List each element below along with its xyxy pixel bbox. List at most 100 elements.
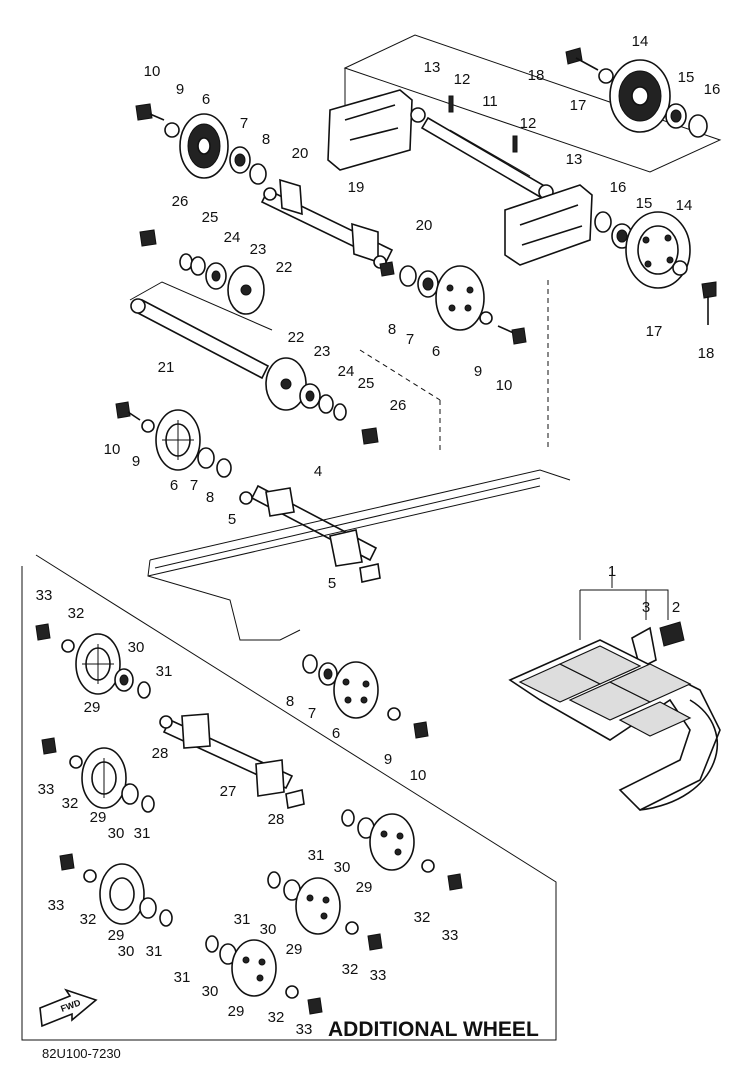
label-30: 30 <box>128 639 145 656</box>
label-22: 22 <box>276 259 293 276</box>
label-9: 9 <box>132 453 140 470</box>
label-1: 1 <box>608 563 616 580</box>
label-25: 25 <box>202 209 219 226</box>
label-8: 8 <box>388 321 396 338</box>
label-32: 32 <box>268 1009 285 1026</box>
label-18: 18 <box>698 345 715 362</box>
label-23: 23 <box>250 241 267 258</box>
label-6: 6 <box>332 725 340 742</box>
label-30: 30 <box>118 943 135 960</box>
label-12: 12 <box>454 71 471 88</box>
label-30: 30 <box>334 859 351 876</box>
label-17: 17 <box>570 97 587 114</box>
label-24: 24 <box>224 229 241 246</box>
label-29: 29 <box>228 1003 245 1020</box>
label-33: 33 <box>442 927 459 944</box>
label-12: 12 <box>520 115 537 132</box>
wheel-set-mid-right <box>379 261 527 345</box>
label-32: 32 <box>342 961 359 978</box>
label-29: 29 <box>84 699 101 716</box>
label-28: 28 <box>268 811 285 828</box>
part-labels: 10 9 6 7 8 20 19 13 12 11 12 13 18 17 14… <box>36 33 721 1038</box>
label-30: 30 <box>202 983 219 1000</box>
label-20: 20 <box>292 145 309 162</box>
axle-19-assembly <box>260 178 394 269</box>
label-14: 14 <box>676 197 693 214</box>
label-24: 24 <box>338 363 355 380</box>
label-19: 19 <box>348 179 365 196</box>
label-29: 29 <box>108 927 125 944</box>
label-27: 27 <box>220 783 237 800</box>
label-32: 32 <box>68 605 85 622</box>
label-22: 22 <box>288 329 305 346</box>
label-7: 7 <box>406 331 414 348</box>
label-5: 5 <box>328 575 336 592</box>
label-8: 8 <box>262 131 270 148</box>
axle-4 <box>239 484 381 583</box>
label-7: 7 <box>308 705 316 722</box>
label-10: 10 <box>144 63 161 80</box>
label-21: 21 <box>158 359 175 376</box>
label-7: 7 <box>240 115 248 132</box>
label-6: 6 <box>432 343 440 360</box>
label-8: 8 <box>206 489 214 506</box>
label-10: 10 <box>410 767 427 784</box>
section-title: ADDITIONAL WHEEL <box>328 1018 539 1041</box>
label-2: 2 <box>672 599 680 616</box>
label-31: 31 <box>308 847 325 864</box>
label-16: 16 <box>704 81 721 98</box>
label-32: 32 <box>80 911 97 928</box>
label-6: 6 <box>170 477 178 494</box>
shaft-21-group <box>129 229 379 445</box>
label-31: 31 <box>234 911 251 928</box>
slide-rail-outline <box>147 280 571 641</box>
label-30: 30 <box>260 921 277 938</box>
label-6: 6 <box>202 91 210 108</box>
wheel-set-middle <box>115 401 232 478</box>
label-32: 32 <box>414 909 431 926</box>
label-31: 31 <box>146 943 163 960</box>
label-31: 31 <box>134 825 151 842</box>
label-29: 29 <box>90 809 107 826</box>
label-33: 33 <box>48 897 65 914</box>
label-10: 10 <box>496 377 513 394</box>
label-16: 16 <box>610 179 627 196</box>
label-13: 13 <box>424 59 441 76</box>
label-8: 8 <box>286 693 294 710</box>
label-15: 15 <box>678 69 695 86</box>
label-32: 32 <box>62 795 79 812</box>
label-9: 9 <box>474 363 482 380</box>
label-33: 33 <box>370 967 387 984</box>
label-28: 28 <box>152 745 169 762</box>
label-10: 10 <box>104 441 121 458</box>
label-33: 33 <box>296 1021 313 1038</box>
fwd-arrow-icon <box>39 988 98 1028</box>
upper-idler-group <box>327 34 722 325</box>
label-14: 14 <box>632 33 649 50</box>
track-assembly <box>508 566 721 811</box>
label-4: 4 <box>314 463 322 480</box>
label-18: 18 <box>528 67 545 84</box>
label-30: 30 <box>108 825 125 842</box>
wheel-set-top-left <box>135 103 267 185</box>
label-25: 25 <box>358 375 375 392</box>
label-11: 11 <box>482 93 498 110</box>
label-23: 23 <box>314 343 331 360</box>
label-7: 7 <box>190 477 198 494</box>
drawing-code: 82U100-7230 <box>42 1046 121 1061</box>
label-26: 26 <box>390 397 407 414</box>
label-26: 26 <box>172 193 189 210</box>
label-29: 29 <box>286 941 303 958</box>
label-31: 31 <box>174 969 191 986</box>
label-33: 33 <box>36 587 53 604</box>
label-3: 3 <box>642 599 650 616</box>
additional-wheel-group <box>21 554 557 1041</box>
label-15: 15 <box>636 195 653 212</box>
label-20: 20 <box>416 217 433 234</box>
label-9: 9 <box>384 751 392 768</box>
label-13: 13 <box>566 151 583 168</box>
label-5: 5 <box>228 511 236 528</box>
label-31: 31 <box>156 663 173 680</box>
label-17: 17 <box>646 323 663 340</box>
